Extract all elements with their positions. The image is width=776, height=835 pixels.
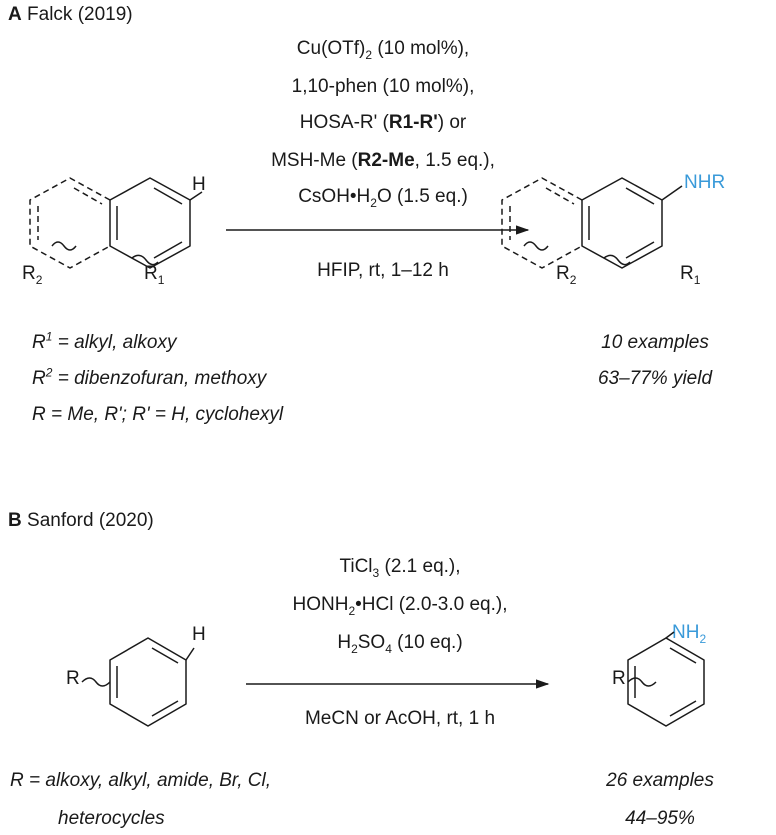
panel-a-title: Falck (2019) bbox=[27, 4, 133, 25]
a-prod-r2-label: R2 bbox=[556, 263, 577, 287]
a-sm-r2-label: R2 bbox=[22, 263, 43, 287]
a-cond4-a: MSH-Me ( bbox=[271, 150, 358, 171]
a-prod-r1-sub: 1 bbox=[693, 272, 701, 287]
a-scope-r1-a: R bbox=[32, 332, 46, 353]
a-prod-r1-bond bbox=[603, 254, 631, 266]
a-cond3-b: R1-R' bbox=[388, 112, 438, 133]
b-cond3-sub2: 4 bbox=[385, 641, 392, 656]
b-condition-acid: H2SO4 (10 eq.) bbox=[240, 632, 560, 656]
b-scope-r: R = alkoxy, alkyl, amide, Br, Cl, bbox=[10, 770, 271, 791]
panel-b-title: Sanford (2020) bbox=[27, 510, 154, 531]
a-prod-r2-bond bbox=[523, 241, 549, 251]
b-cond2-b: •HCl (2.0-3.0 eq.), bbox=[355, 594, 508, 615]
a-sm-benzene-ring bbox=[109, 177, 203, 269]
b-condition-titanium: TiCl3 (2.1 eq.), bbox=[240, 556, 560, 580]
a-condition-reagent-2: MSH-Me (R2-Me, 1.5 eq.), bbox=[218, 150, 548, 172]
a-cond5-b: O (1.5 eq.) bbox=[376, 186, 468, 207]
a-sm-r2-sub: 2 bbox=[35, 272, 43, 287]
a-scope-r1-sup: 1 bbox=[45, 329, 53, 344]
a-product-benzene-ring bbox=[581, 177, 683, 269]
b-cond2-a: HONH bbox=[292, 594, 349, 615]
a-scope-r2-a: R bbox=[32, 368, 46, 389]
b-sm-r-bond bbox=[81, 677, 111, 687]
a-scope-r2-sup: 2 bbox=[45, 365, 53, 380]
a-cond3-a: HOSA-R' ( bbox=[299, 112, 389, 133]
a-cond1-sub: 2 bbox=[365, 47, 373, 62]
a-sm-fused-ring-dashed bbox=[29, 177, 111, 269]
b-cond3-a: H bbox=[337, 632, 352, 653]
a-sm-r2-bond bbox=[51, 241, 77, 251]
a-prod-r1-text: R bbox=[680, 263, 694, 284]
panel-a-heading: A Falck (2019) bbox=[8, 4, 133, 26]
a-sm-r2-text: R bbox=[22, 263, 36, 284]
a-scope-r1-b: = alkyl, alkoxy bbox=[52, 332, 177, 353]
b-cond3-c: (10 eq.) bbox=[391, 632, 463, 653]
a-cond3-c: ) or bbox=[437, 112, 467, 133]
a-prod-r1-label: R1 bbox=[680, 263, 701, 287]
a-cond4-b: R2-Me bbox=[357, 150, 415, 171]
b-cond1-text: TiCl bbox=[339, 556, 373, 577]
a-sm-r1-label: R1 bbox=[144, 263, 165, 287]
b-product-benzene-ring bbox=[627, 631, 705, 727]
panel-a-letter: A bbox=[8, 4, 22, 25]
a-condition-ligand: 1,10-phen (10 mol%), bbox=[291, 76, 475, 97]
a-sm-r1-bond bbox=[131, 254, 159, 266]
b-sm-r-label: R bbox=[66, 668, 80, 689]
b-cond1-sub: 3 bbox=[372, 565, 380, 580]
a-cond1-text: Cu(OTf) bbox=[296, 38, 366, 59]
a-scope-r2-b: = dibenzofuran, methoxy bbox=[52, 368, 267, 389]
b-sm-benzene-ring bbox=[109, 637, 195, 727]
b-scope-heterocycles: heterocycles bbox=[58, 808, 165, 829]
panel-b-heading: B Sanford (2020) bbox=[8, 510, 154, 532]
b-prod-r-label: R bbox=[612, 668, 626, 689]
panel-b-letter: B bbox=[8, 510, 22, 531]
b-cond2-sub: 2 bbox=[348, 603, 356, 618]
a-prod-r2-text: R bbox=[556, 263, 570, 284]
b-product-nh2-label: NH2 bbox=[672, 622, 707, 646]
a-condition-base: CsOH•H2O (1.5 eq.) bbox=[218, 186, 548, 210]
a-cond5-a: CsOH•H bbox=[298, 186, 371, 207]
b-yield: 44–95% bbox=[625, 808, 695, 829]
b-prod-group-text: NH bbox=[672, 622, 700, 643]
a-examples: 10 examples bbox=[601, 332, 709, 353]
b-cond1-tail: (2.1 eq.), bbox=[379, 556, 461, 577]
a-prod-r2-sub: 2 bbox=[569, 272, 577, 287]
b-sm-h-label: H bbox=[192, 624, 206, 645]
a-product-nhr-label: NHR bbox=[684, 172, 726, 193]
a-cond1-tail: (10 mol%), bbox=[372, 38, 470, 59]
b-condition-hydroxylamine: HONH2•HCl (2.0-3.0 eq.), bbox=[240, 594, 560, 618]
a-scope-r: R = Me, R'; R' = H, cyclohexyl bbox=[32, 404, 284, 425]
a-scope-r2: R2 = dibenzofuran, methoxy bbox=[32, 365, 267, 390]
a-sm-r1-sub: 1 bbox=[157, 272, 165, 287]
a-scope-r1: R1 = alkyl, alkoxy bbox=[32, 329, 177, 354]
a-sm-r1-text: R bbox=[144, 263, 158, 284]
a-product-fused-ring-dashed bbox=[501, 177, 583, 269]
a-condition-reagent-1: HOSA-R' (R1-R') or bbox=[218, 112, 548, 134]
a-cond4-c: , 1.5 eq.), bbox=[414, 150, 495, 171]
a-condition-solvent: HFIP, rt, 1–12 h bbox=[317, 260, 449, 281]
a-cond5-sub: 2 bbox=[370, 195, 377, 210]
b-condition-solvent: MeCN or AcOH, rt, 1 h bbox=[304, 708, 496, 729]
a-sm-h-label: H bbox=[192, 174, 206, 195]
b-cond3-sub1: 2 bbox=[351, 641, 358, 656]
b-prod-r-bond bbox=[627, 677, 657, 687]
a-condition-catalyst: Cu(OTf)2 (10 mol%), bbox=[218, 38, 548, 62]
b-cond3-b: SO bbox=[357, 632, 386, 653]
b-prod-group-sub: 2 bbox=[699, 631, 707, 646]
b-examples: 26 examples bbox=[606, 770, 714, 791]
a-yield: 63–77% yield bbox=[597, 368, 713, 389]
